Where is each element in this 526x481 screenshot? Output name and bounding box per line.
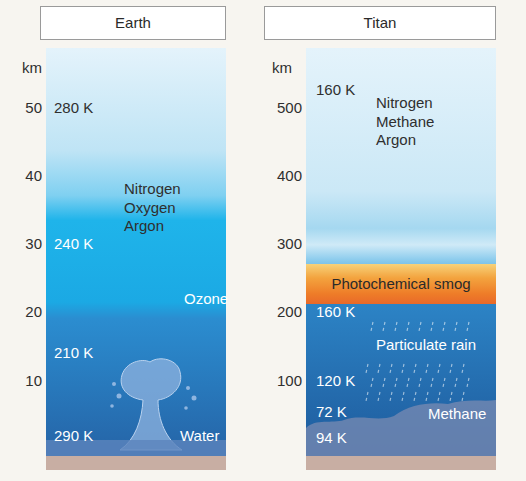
rain-streak bbox=[426, 364, 428, 373]
rain-streak bbox=[395, 322, 397, 331]
altitude-tick: 20 bbox=[25, 303, 42, 322]
rain-streak bbox=[407, 322, 409, 331]
temperature: 160 K bbox=[316, 81, 355, 100]
rain-streak bbox=[450, 392, 452, 401]
smog-band: Photochemical smog bbox=[306, 264, 496, 304]
altitude-tick: 100 bbox=[277, 372, 302, 391]
panel-header: Earth bbox=[40, 6, 226, 40]
rain-streak bbox=[371, 378, 373, 387]
gas-list: Nitrogen Oxygen Argon bbox=[124, 180, 200, 236]
temperature: 72 K bbox=[316, 403, 347, 422]
axis-unit: km bbox=[22, 59, 42, 78]
rain-streak bbox=[395, 378, 397, 387]
temperature: 290 K bbox=[54, 427, 93, 446]
rain-streak bbox=[419, 322, 421, 331]
rain-streak bbox=[419, 378, 421, 387]
node-text: Earth bbox=[115, 14, 151, 32]
temperature: 94 K bbox=[316, 429, 347, 448]
altitude-tick: 500 bbox=[277, 99, 302, 118]
rain-streak bbox=[438, 392, 440, 401]
panel-header: Titan bbox=[264, 6, 496, 40]
layer-name: Methane bbox=[428, 405, 486, 424]
temperature: 240 K bbox=[54, 235, 93, 254]
altitude-tick: 300 bbox=[277, 235, 302, 254]
water-droplets bbox=[110, 382, 196, 410]
rain-streak bbox=[378, 364, 380, 373]
rain-streak bbox=[431, 378, 433, 387]
altitude-tick: 40 bbox=[25, 167, 42, 186]
rain-streak bbox=[438, 364, 440, 373]
node-text: Photochemical smog bbox=[331, 275, 470, 293]
water-cloud bbox=[120, 359, 182, 450]
rain-streak bbox=[455, 378, 457, 387]
rain-streak bbox=[414, 392, 416, 401]
rain-streak bbox=[450, 364, 452, 373]
earth-ground bbox=[46, 456, 226, 470]
rain-streak bbox=[431, 322, 433, 331]
altitude-tick: 200 bbox=[277, 303, 302, 322]
titan-ground bbox=[306, 456, 496, 470]
rain-streak bbox=[467, 322, 469, 331]
rain-streak bbox=[366, 364, 368, 373]
methane-cloud bbox=[306, 400, 496, 458]
altitude-tick: 400 bbox=[277, 167, 302, 186]
rain-streak bbox=[443, 378, 445, 387]
temperature: 210 K bbox=[54, 344, 93, 363]
rain-streak bbox=[455, 322, 457, 331]
rain-streak bbox=[407, 378, 409, 387]
layer-name: Ozone bbox=[184, 290, 228, 309]
gas-list: Nitrogen Methane Argon bbox=[376, 94, 456, 150]
altitude-tick: 50 bbox=[25, 99, 42, 118]
temperature: 280 K bbox=[54, 99, 93, 118]
altitude-tick: 30 bbox=[25, 235, 42, 254]
axis-unit: km bbox=[272, 59, 292, 78]
rain-streak bbox=[371, 322, 373, 331]
rain-streak bbox=[383, 322, 385, 331]
rain-streak bbox=[402, 392, 404, 401]
layer-name: Water bbox=[180, 427, 219, 446]
rain-streak bbox=[383, 378, 385, 387]
rain-streak bbox=[462, 392, 464, 401]
rain-streak bbox=[378, 392, 380, 401]
rain-streak bbox=[462, 364, 464, 373]
temperature: 160 K bbox=[316, 303, 355, 322]
rain-streak bbox=[443, 322, 445, 331]
rain-streak bbox=[426, 392, 428, 401]
rain-streak bbox=[414, 364, 416, 373]
rain-streak bbox=[390, 364, 392, 373]
temperature: 120 K bbox=[316, 372, 355, 391]
rain-streak bbox=[467, 378, 469, 387]
rain-streak bbox=[390, 392, 392, 401]
earth-atmosphere bbox=[46, 48, 226, 458]
layer-name: Particulate rain bbox=[376, 336, 476, 355]
rain-streak bbox=[402, 364, 404, 373]
rain-streak bbox=[366, 392, 368, 401]
altitude-tick: 10 bbox=[25, 372, 42, 391]
particulate-rain bbox=[366, 322, 469, 401]
node-text: Titan bbox=[364, 14, 397, 32]
titan-atmosphere bbox=[306, 48, 496, 458]
